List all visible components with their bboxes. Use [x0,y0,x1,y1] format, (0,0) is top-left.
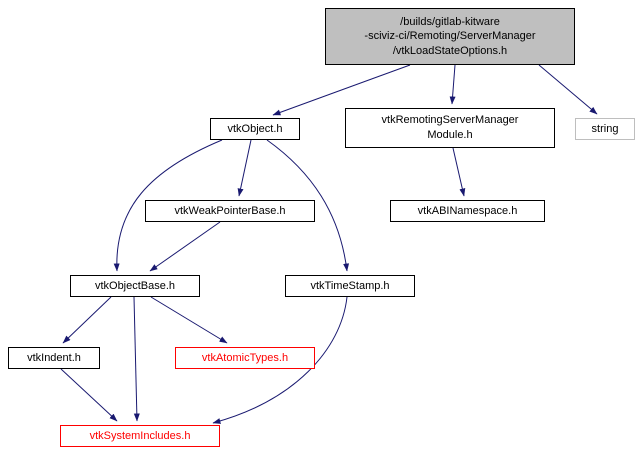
node-label: string [591,122,619,135]
node-label-line2: Module.h [427,129,473,141]
node-label: vtkObjectBase.h [94,279,176,292]
edge-root-string [538,64,598,115]
node-label: vtkObject.h [227,122,283,135]
edge-root-remotingmodule [449,64,456,105]
node-vtkindent-h[interactable]: vtkIndent.h [8,347,100,369]
edge-weakpointerbase-objectbase [149,221,221,272]
node-label: vtkSystemIncludes.h [89,429,191,442]
node-vtkremotingservermanagermodule-h[interactable]: vtkRemotingServerManager Module.h [345,108,555,148]
node-label: vtkTimeStamp.h [310,279,390,292]
edge-vtkobject-weakpointerbase [237,139,252,197]
node-vtkabinamespace-h[interactable]: vtkABINamespace.h [390,200,545,222]
node-label: vtkIndent.h [27,351,81,364]
node-label-line1: vtkRemotingServerManager [381,114,519,127]
edge-objectbase-indent [62,296,112,344]
node-vtksystemincludes-h[interactable]: vtkSystemIncludes.h [60,425,220,447]
node-string: string [575,118,635,140]
edge-indent-systemincludes [60,368,118,422]
node-vtkloadstateoptions-root: /builds/gitlab-kitware -sciviz-ci/Remoti… [325,8,575,65]
edge-vtkobject-timestamp [266,139,350,272]
root-label-line3: /vtkLoadStateOptions.h [392,44,508,57]
node-label: vtkWeakPointerBase.h [174,204,286,217]
node-vtkweakpointerbase-h[interactable]: vtkWeakPointerBase.h [145,200,315,222]
root-label-line2: -sciviz-ci/Remoting/ServerManager [364,30,536,43]
edge-objectbase-atomictypes [150,296,228,344]
node-vtktimestamp-h[interactable]: vtkTimeStamp.h [285,275,415,297]
edge-timestamp-systemincludes [212,296,348,424]
node-vtkobjectbase-h[interactable]: vtkObjectBase.h [70,275,200,297]
edge-remotingmodule-abinamespace [452,147,466,197]
root-label-line1: /builds/gitlab-kitware [400,15,500,28]
edge-vtkobject-objectbase [113,139,223,272]
edge-objectbase-systemincludes [133,296,140,422]
edge-root-vtkobject [272,64,411,116]
node-label: vtkAtomicTypes.h [201,351,289,364]
node-vtkobject-h[interactable]: vtkObject.h [210,118,300,140]
node-vtkatomictypes-h[interactable]: vtkAtomicTypes.h [175,347,315,369]
node-label: vtkABINamespace.h [417,204,518,217]
